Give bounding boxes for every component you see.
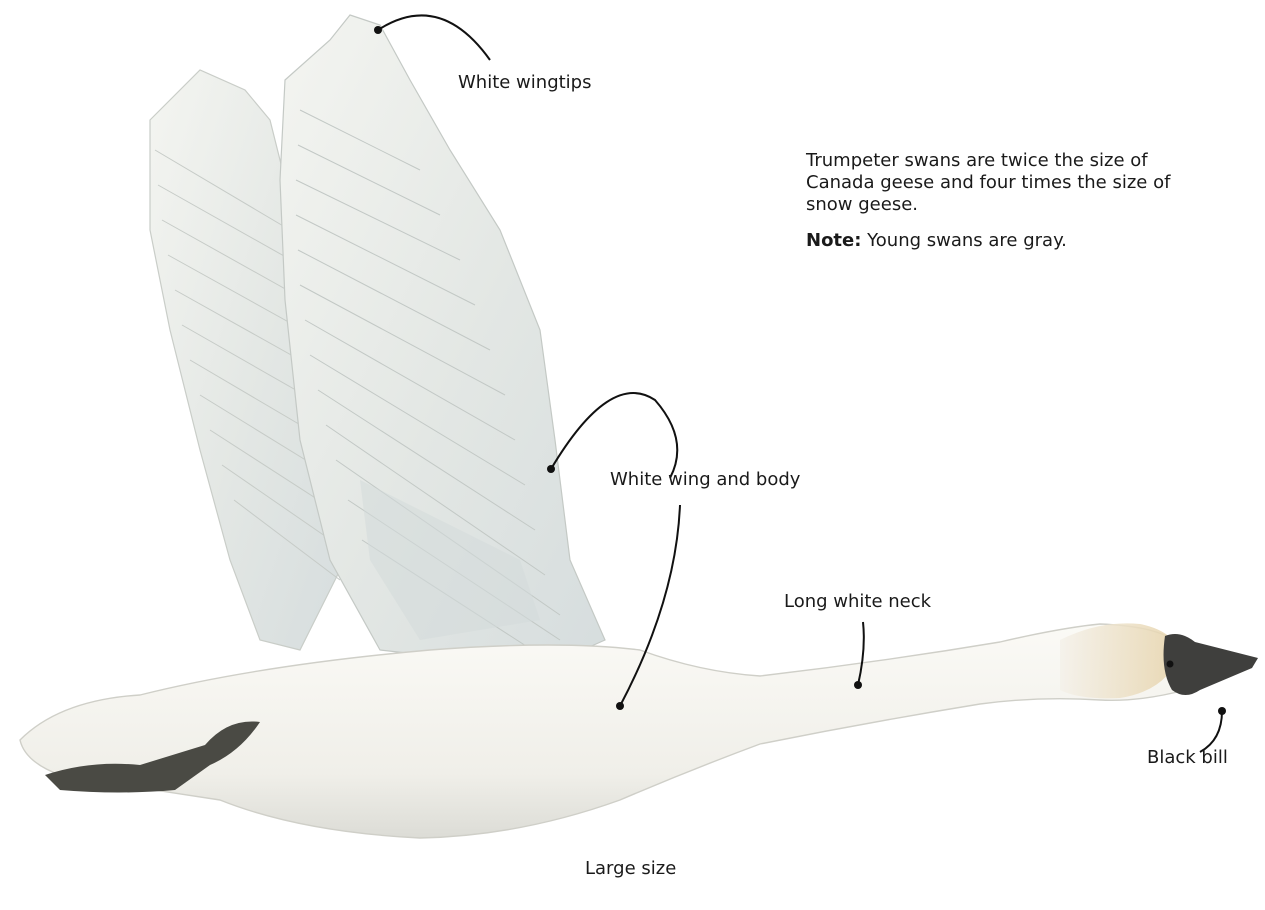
label-black-bill: Black bill [1147, 747, 1228, 769]
leader-bill [1200, 711, 1222, 752]
label-white-wing-and-body: White wing and body [610, 469, 800, 491]
note: Note: Young swans are gray. [806, 230, 1186, 252]
note-title: Note: [806, 230, 861, 251]
swan-bill [1164, 634, 1258, 695]
label-long-white-neck: Long white neck [784, 591, 931, 613]
size-description: Trumpeter swans are twice the size of Ca… [806, 150, 1186, 216]
leader-wing [551, 393, 677, 478]
label-white-wingtips: White wingtips [458, 72, 591, 94]
note-text: Young swans are gray. [861, 230, 1066, 251]
info-block: Trumpeter swans are twice the size of Ca… [806, 150, 1186, 266]
label-large-size: Large size [585, 858, 676, 880]
swan-eye [1167, 661, 1174, 668]
